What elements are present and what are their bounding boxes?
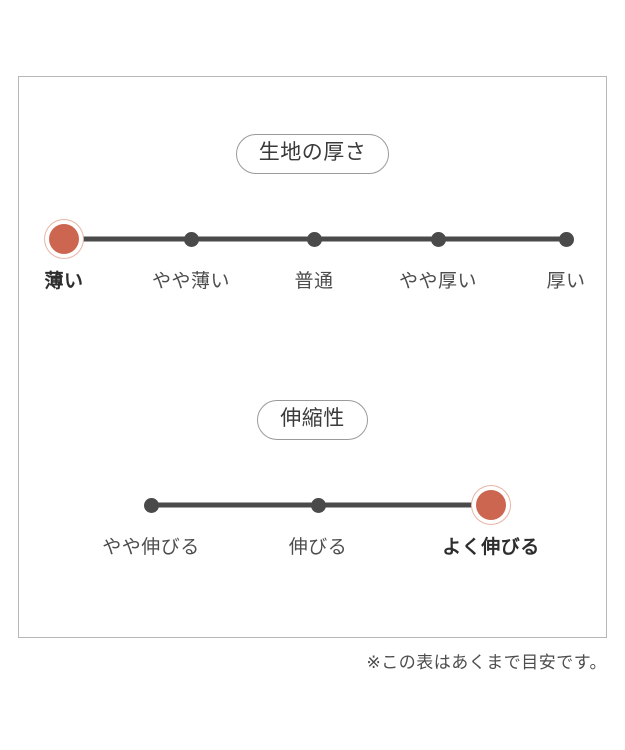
stretch-title-row: 伸縮性	[19, 400, 606, 441]
thickness-title-pill: 生地の厚さ	[235, 134, 390, 175]
scale-label-thickness-0: 薄い	[44, 271, 84, 293]
scale-label-thickness-2: 普通	[294, 271, 334, 293]
scale-label-thickness-4: 厚い	[546, 271, 586, 293]
scale-label-stretch-2: よく伸びる	[442, 537, 540, 559]
scale-dot-stretch-0[interactable]	[143, 497, 159, 513]
stretch-title-pill: 伸縮性	[257, 400, 368, 441]
scale-dot-stretch-1[interactable]	[310, 497, 326, 513]
scale-label-stretch-0: やや伸びる	[102, 537, 200, 559]
scale-dot-thickness-1[interactable]	[183, 231, 199, 247]
stretch-slider-track[interactable]	[19, 482, 606, 528]
scale-dot-stretch-2[interactable]	[476, 490, 506, 521]
scale-label-thickness-1: やや薄い	[151, 271, 231, 293]
thickness-title-row: 生地の厚さ	[19, 134, 606, 175]
stretch-label-row: やや伸びる 伸びる よく伸びる	[19, 536, 606, 570]
stretch-scale-section: 伸縮性 やや伸びる 伸びる よく伸びる	[19, 350, 606, 570]
scale-dot-thickness-0[interactable]	[49, 224, 79, 255]
thickness-scale-section: 生地の厚さ 薄い やや薄い 普通 やや厚い 厚い	[19, 77, 606, 304]
fabric-spec-card: 生地の厚さ 薄い やや薄い 普通 やや厚い 厚い 伸縮性 やや伸びる 伸びる よく伸びる	[18, 76, 607, 638]
scale-label-thickness-3: やや厚い	[398, 271, 478, 293]
disclaimer-note: ※この表はあくまで目安です。	[366, 653, 607, 672]
scale-dot-thickness-3[interactable]	[430, 231, 446, 247]
scale-label-stretch-1: 伸びる	[288, 537, 348, 559]
scale-dot-thickness-2[interactable]	[306, 231, 322, 247]
thickness-slider-track[interactable]	[19, 216, 606, 262]
thickness-label-row: 薄い やや薄い 普通 やや厚い 厚い	[19, 270, 606, 304]
scale-dot-thickness-4[interactable]	[558, 231, 574, 247]
